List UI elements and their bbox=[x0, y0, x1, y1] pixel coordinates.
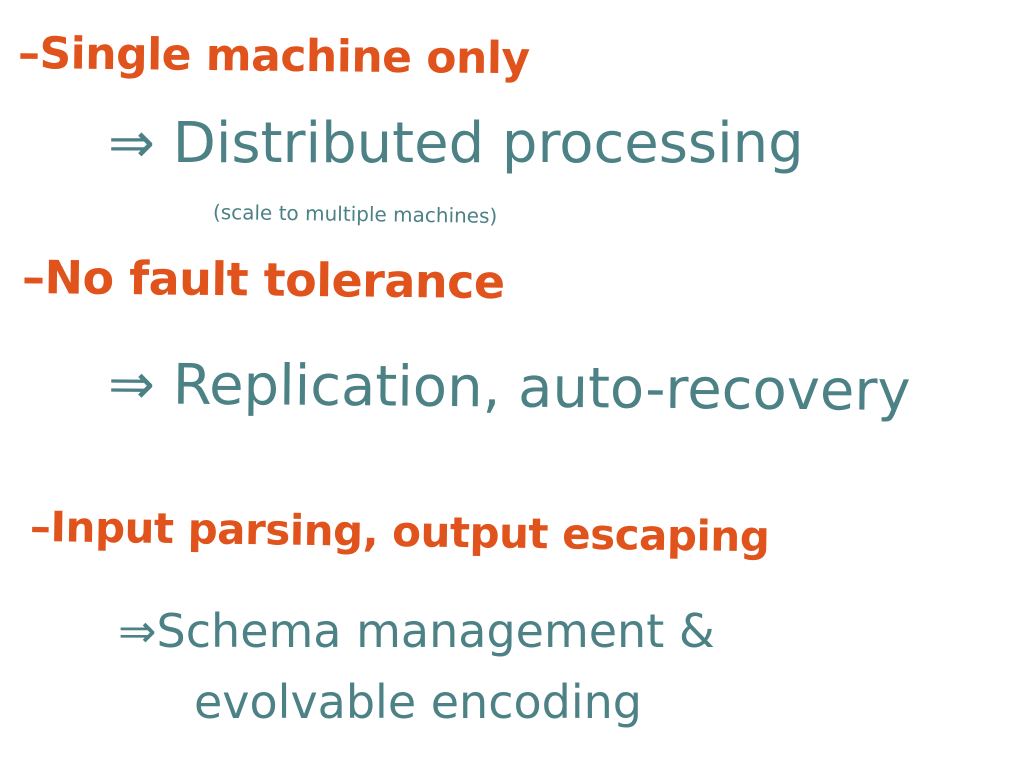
solution-distributed-processing: ⇒ Distributed processing bbox=[108, 111, 804, 176]
solution-replication: ⇒ Replication, auto-recovery bbox=[107, 352, 911, 425]
problem-input-parsing: –Input parsing, output escaping bbox=[29, 502, 770, 562]
solution-schema-management: ⇒Schema management & bbox=[118, 604, 715, 658]
solution-evolvable-encoding: evolvable encoding bbox=[194, 675, 642, 729]
subnote-scale-machines: (scale to multiple machines) bbox=[212, 200, 498, 228]
problem-no-fault-tolerance: –No fault tolerance bbox=[21, 250, 505, 310]
problem-single-machine: –Single machine only bbox=[17, 28, 530, 85]
